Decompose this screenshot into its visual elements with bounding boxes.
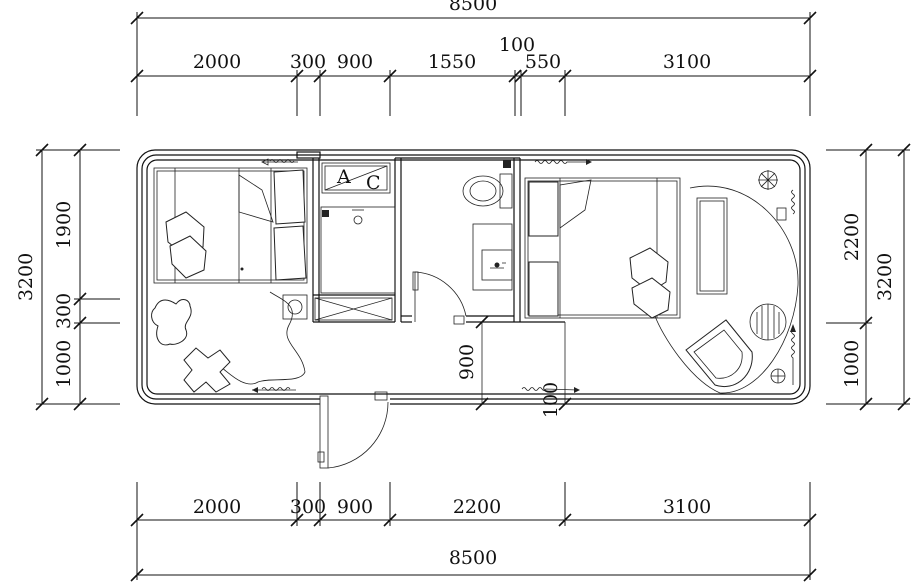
right-overall-label: 3200	[874, 253, 896, 301]
bathroom	[412, 160, 513, 325]
outer-shell	[136, 149, 811, 406]
entry-door	[317, 391, 389, 469]
bottom-overall-label: 8500	[449, 547, 497, 569]
inner-gap-label: 100	[540, 382, 562, 418]
ac-label-a: A	[336, 166, 351, 188]
right-seg-2: 1000	[841, 340, 863, 388]
right-seg-1: 2200	[841, 213, 863, 261]
left-dimension-group: 3200 1900 300 1000	[15, 143, 120, 411]
top-seg-4: 1550	[428, 51, 476, 73]
bottom-seg-1: 2000	[193, 496, 241, 518]
closet-unit	[314, 206, 396, 321]
bottom-seg-4: 2200	[453, 496, 501, 518]
bottom-seg-3: 900	[337, 496, 373, 518]
ac-unit: A C	[321, 162, 391, 194]
left-seg-1: 1900	[53, 201, 75, 249]
bottom-extension-lines	[136, 482, 811, 580]
top-seg-6: 3100	[663, 51, 711, 73]
bottom-seg-2: 300	[290, 496, 326, 518]
left-overall-label: 3200	[15, 253, 37, 301]
left-seg-3: 1000	[53, 340, 75, 388]
interior-walls	[296, 151, 566, 404]
right-bed	[524, 170, 799, 394]
top-seg-5: 550	[525, 51, 561, 73]
inner-dimensions: 900 100	[456, 315, 572, 418]
top-overall-label: 8500	[449, 0, 497, 15]
bottom-seg-5: 3100	[663, 496, 711, 518]
top-note-label: 100	[499, 34, 535, 56]
top-dimension-group: 8500 100 2000 300 900 1550 550	[130, 0, 817, 116]
ac-label-c: C	[366, 172, 381, 194]
left-bed	[153, 167, 308, 284]
top-seg-1: 2000	[193, 51, 241, 73]
inner-door-width-label: 900	[456, 344, 478, 380]
heater-symbols	[252, 158, 796, 393]
bottom-ticks	[130, 513, 817, 527]
top-extension-lines	[136, 70, 811, 116]
left-room-rug	[151, 291, 308, 393]
top-seg-3: 900	[337, 51, 373, 73]
top-seg-2: 300	[290, 51, 326, 73]
bottom-dimension-group: 2000 300 900 2200 3100 8500	[130, 482, 817, 582]
right-dimension-group: 2200 1000 3200	[826, 143, 911, 411]
left-seg-2: 300	[53, 293, 75, 329]
